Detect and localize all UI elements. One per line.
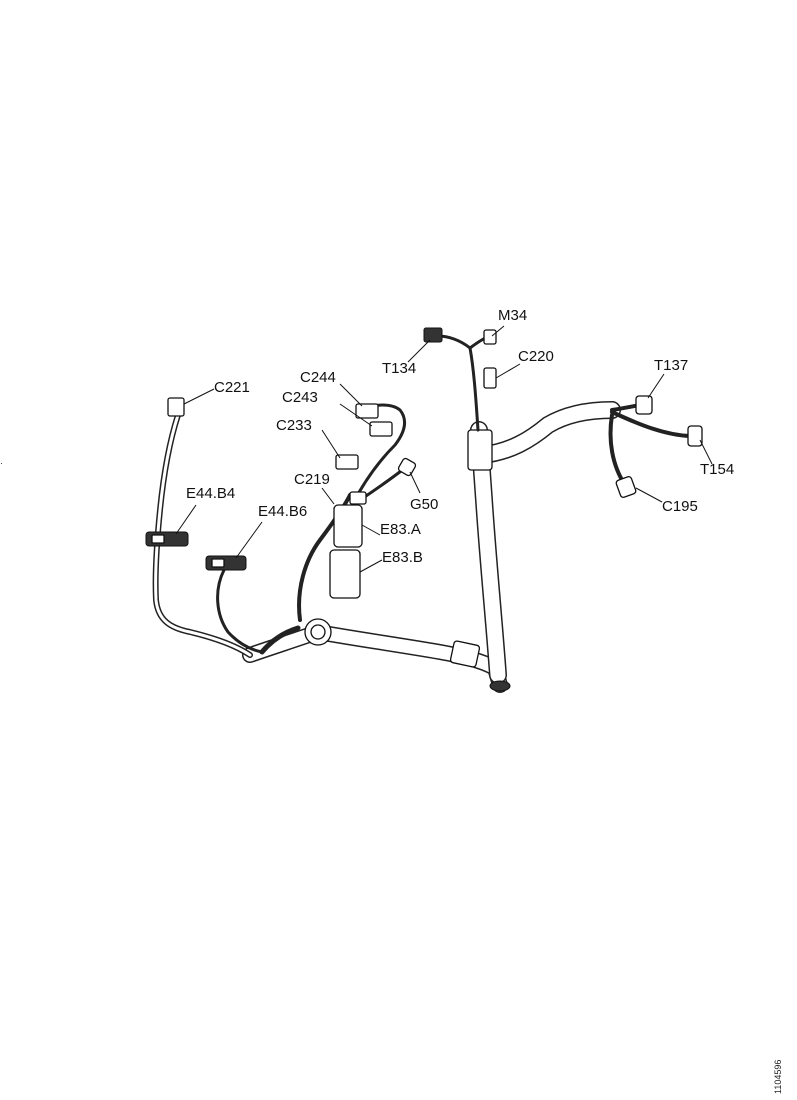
label-c244: C244 [300, 369, 336, 386]
label-t137: T137 [654, 357, 688, 374]
g50-ground-eye [397, 457, 417, 477]
upper-lead [423, 327, 497, 432]
lower-left-loop-wire [259, 625, 301, 655]
label-t154: T154 [700, 461, 734, 478]
label-c221: C221 [214, 379, 250, 396]
leader-c220 [495, 363, 521, 379]
leader-t137 [647, 373, 665, 399]
m34-connector [483, 329, 497, 345]
c195-connector [615, 476, 637, 498]
e44b6-wire [216, 568, 264, 654]
label-c233: C233 [276, 417, 312, 434]
leader-c221 [183, 388, 215, 405]
c219-connector [349, 491, 367, 505]
edge-mark: · [0, 458, 3, 468]
right-sub-harness [608, 395, 703, 498]
t137-connector [635, 395, 653, 415]
leader-e83b [359, 559, 383, 573]
label-t134: T134 [382, 360, 416, 377]
leader-t134 [407, 339, 431, 363]
c243-connector [369, 421, 393, 437]
left-lead [145, 397, 253, 658]
label-c219: C219 [294, 471, 330, 488]
leader-m34 [491, 325, 505, 337]
t134-connector [423, 327, 443, 343]
leader-c219 [321, 487, 335, 505]
left-lead-wire-inner [154, 413, 252, 657]
e44b6-sensor-face [211, 558, 225, 568]
leader-e44b4 [175, 504, 197, 535]
leader-c244 [339, 383, 363, 407]
e83b-sensor [329, 549, 361, 599]
reference-number: 1104596 [773, 1060, 783, 1094]
label-e83a: E83.A [380, 521, 421, 538]
callout-labels: C221 C244 C243 C233 C219 G50 E44.B4 E44.… [186, 307, 734, 566]
label-c220: C220 [518, 348, 554, 365]
label-c243: C243 [282, 389, 318, 406]
c233-connector [335, 454, 359, 470]
t154-connector [687, 425, 703, 447]
riser-grommet [467, 429, 493, 471]
leader-g50 [409, 471, 421, 494]
e44b4-sensor-face [151, 534, 165, 544]
center-column [259, 403, 417, 655]
t154-wire [610, 410, 692, 438]
c221-connector [167, 397, 185, 417]
trunk-end-cap [489, 680, 511, 692]
leader-c243 [339, 403, 373, 427]
leader-e83a [361, 524, 381, 536]
label-e83b: E83.B [382, 549, 423, 566]
leader-t154 [699, 439, 713, 465]
label-e44b6: E44.B6 [258, 503, 307, 520]
upper-lead-wire [468, 346, 480, 432]
leader-c195 [635, 487, 663, 503]
center-to-connectors-wire [350, 403, 407, 507]
label-g50: G50 [410, 496, 438, 513]
e44b6-lead [205, 555, 264, 654]
harness-right-branch-inner [474, 402, 620, 463]
e83a-sensor [333, 504, 363, 548]
leader-c233 [321, 429, 341, 459]
label-c195: C195 [662, 498, 698, 515]
label-m34: M34 [498, 307, 527, 324]
c244-connector [355, 403, 379, 419]
g50-wire [358, 466, 407, 502]
leader-lines [175, 325, 713, 573]
c195-wire [608, 413, 627, 487]
t134-branch-wire [436, 334, 472, 350]
c220-connector [483, 367, 497, 389]
label-e44b4: E44.B4 [186, 485, 235, 502]
harness-trunk [242, 401, 621, 693]
leader-e44b6 [235, 521, 263, 559]
trunk-grommet-left-inner [310, 624, 326, 640]
trunk-sleeve [449, 640, 481, 668]
